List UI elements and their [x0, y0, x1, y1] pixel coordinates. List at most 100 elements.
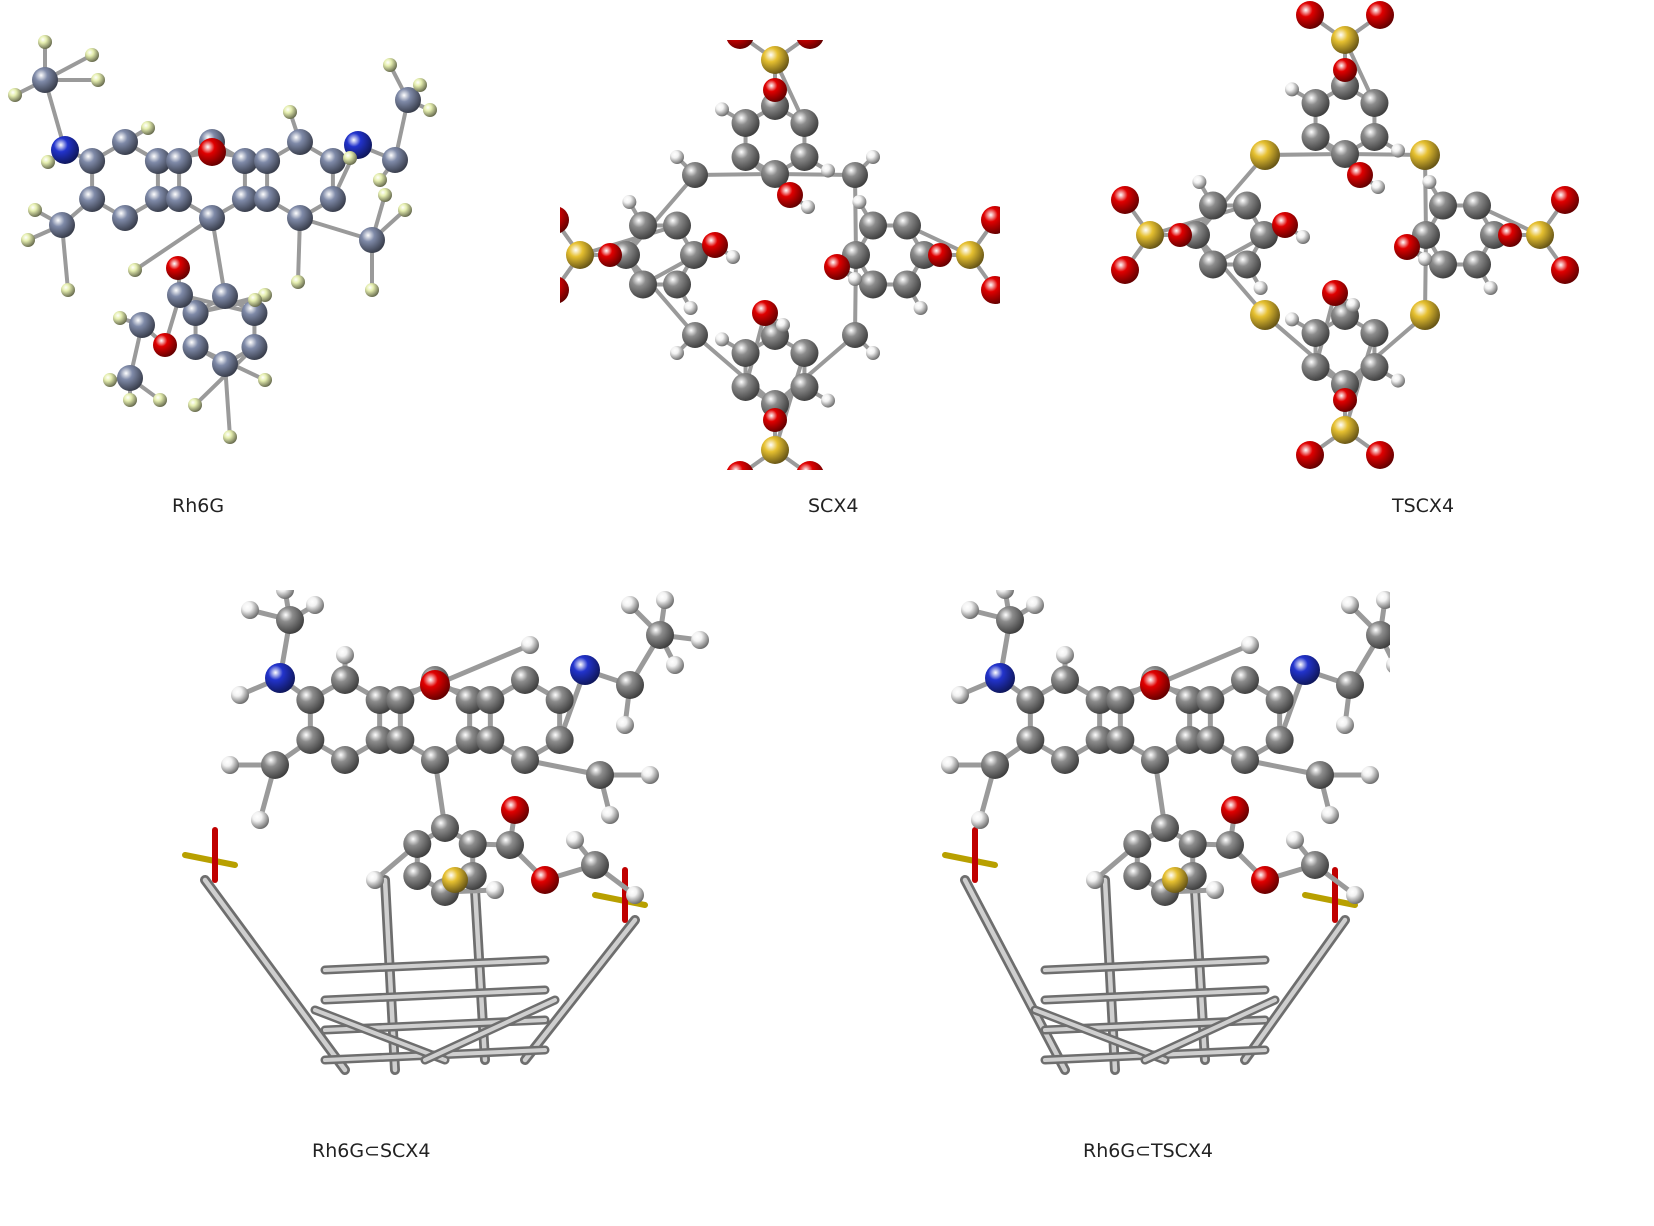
hydrogen-atom	[366, 871, 384, 889]
host-tube-highlight	[962, 877, 1068, 1073]
panel-rh6g-scx4	[170, 590, 730, 1110]
hydrogen-atom	[1284, 82, 1299, 97]
host-tube-highlight	[422, 997, 558, 1063]
oxygen-atom	[981, 276, 1000, 304]
carbon-atom	[629, 211, 657, 240]
carbon-atom	[421, 746, 449, 774]
hydrogen-atom	[423, 103, 437, 117]
hydrogen-atom	[566, 831, 584, 849]
carbon-atom	[476, 726, 505, 754]
carbon-atom	[331, 746, 359, 774]
carbon-atom	[1301, 123, 1330, 151]
carbon-atom	[231, 186, 258, 212]
oxygen-atom	[560, 276, 569, 304]
carbon-atom	[32, 67, 58, 93]
carbon-atom	[296, 726, 325, 754]
nitrogen-atom	[51, 136, 79, 164]
carbon-atom	[276, 606, 304, 634]
hydrogen-atom	[373, 173, 387, 187]
oxygen-atom	[598, 243, 622, 267]
carbon-atom	[616, 671, 644, 699]
sulfur-atom	[442, 867, 468, 893]
carbon-atom	[1051, 666, 1079, 694]
hydrogen-atom	[41, 155, 55, 169]
oxygen-atom	[981, 206, 1000, 234]
hydrogen-atom	[913, 301, 928, 316]
carbon-atom	[287, 205, 313, 231]
carbon-atom	[287, 129, 313, 155]
carbon-atom	[996, 606, 1024, 634]
hydrogen-atom	[1371, 180, 1385, 194]
oxygen-atom	[763, 408, 787, 432]
hydrogen-atom	[852, 194, 867, 209]
carbon-atom	[1306, 761, 1334, 789]
sulfonate-stick	[182, 852, 238, 868]
sulfur-atom	[1331, 416, 1359, 444]
hydrogen-atom	[626, 886, 644, 904]
bond	[432, 642, 533, 688]
carbon-atom	[254, 148, 281, 174]
carbon-atom	[1301, 89, 1330, 117]
oxygen-atom	[1366, 441, 1394, 469]
hydrogen-atom	[641, 766, 659, 784]
carbon-atom	[1429, 191, 1457, 220]
sulfur-atom	[1162, 867, 1188, 893]
carbon-atom	[117, 365, 143, 391]
oxygen-atom	[1140, 670, 1170, 700]
carbon-atom	[395, 87, 421, 113]
carbon-atom	[382, 147, 408, 173]
hydrogen-atom	[1346, 298, 1360, 312]
hydrogen-atom	[616, 716, 634, 734]
oxygen-atom	[166, 256, 190, 280]
caption-rh6g-tscx4: Rh6G⊂TSCX4	[1083, 1140, 1214, 1162]
carbon-atom	[1196, 686, 1225, 714]
carbon-atom	[1360, 353, 1389, 381]
hydrogen-atom	[1376, 591, 1390, 609]
nitrogen-atom	[265, 663, 295, 693]
hydrogen-atom	[848, 272, 862, 286]
hydrogen-atom	[670, 346, 684, 360]
caption-rh6g-scx4: Rh6G⊂SCX4	[312, 1140, 431, 1162]
bond	[773, 333, 857, 406]
carbon-atom	[1151, 814, 1179, 842]
hydrogen-atom	[1253, 281, 1268, 296]
sulfonate-stick	[942, 852, 998, 868]
carbon-atom	[1123, 862, 1152, 890]
bond	[693, 333, 777, 406]
oxygen-atom	[1221, 796, 1249, 824]
bond	[210, 216, 227, 298]
carbon-atom	[1231, 666, 1259, 694]
hydrogen-atom	[666, 656, 684, 674]
carbon-atom	[1336, 671, 1364, 699]
hydrogen-atom	[1346, 886, 1364, 904]
bond	[133, 216, 214, 272]
carbon-atom	[1360, 319, 1389, 347]
hydrogen-atom	[398, 203, 412, 217]
hydrogen-atom	[251, 811, 269, 829]
nitrogen-atom	[570, 655, 600, 685]
hydrogen-atom	[141, 121, 155, 135]
bond	[1194, 153, 1267, 237]
carbon-atom	[331, 666, 359, 694]
carbon-atom	[261, 751, 289, 779]
carbon-atom	[476, 686, 505, 714]
hydrogen-atom	[866, 150, 880, 164]
carbon-atom	[79, 148, 106, 174]
host-tube-highlight	[202, 877, 348, 1073]
hydrogen-atom	[1241, 636, 1259, 654]
carbon-atom	[682, 162, 708, 188]
carbon-atom	[167, 282, 193, 308]
oxygen-atom	[726, 461, 754, 470]
carbon-atom	[112, 129, 138, 155]
hydrogen-atom	[951, 686, 969, 704]
sulfur-atom	[1250, 300, 1280, 330]
carbon-atom	[1141, 746, 1169, 774]
carbon-atom	[1199, 191, 1227, 220]
panel-scx4	[560, 40, 1000, 470]
carbon-atom	[1123, 830, 1152, 858]
carbon-atom	[129, 312, 155, 338]
host-tube-highlight	[312, 1007, 448, 1063]
carbon-atom	[761, 160, 789, 188]
carbon-atom	[1463, 191, 1491, 220]
oxygen-atom	[726, 40, 754, 49]
